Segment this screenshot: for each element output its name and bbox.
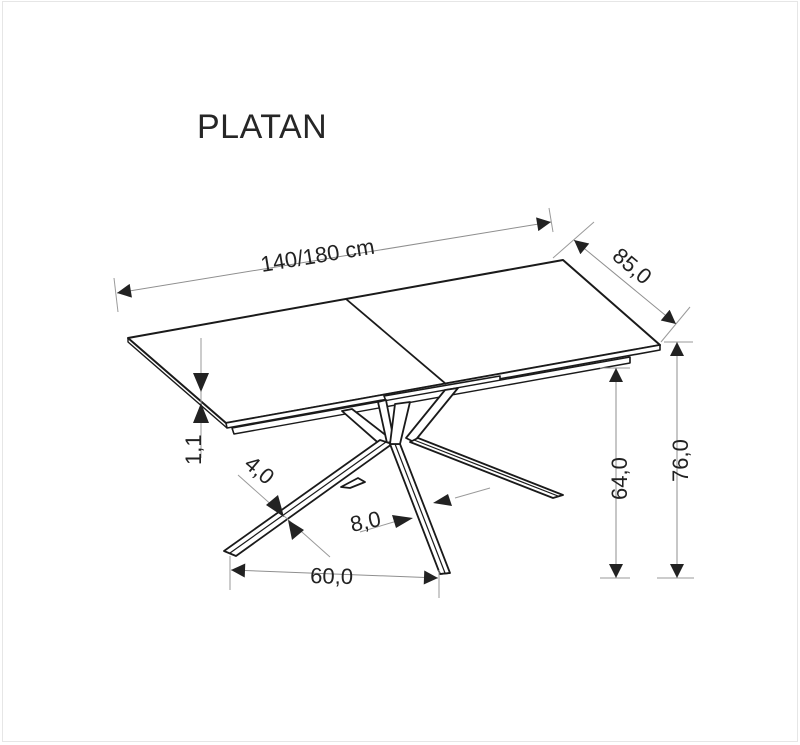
dimension-arrows <box>116 217 684 585</box>
extension-seam <box>345 298 447 385</box>
dimension-arrowheads <box>193 373 452 540</box>
dimension-length-line <box>116 217 552 298</box>
dimension-leg-small-label: 4,0 <box>240 451 280 490</box>
leg-foot-shadow <box>340 477 366 489</box>
dimension-length-label: 140/180 cm <box>259 234 376 277</box>
arrow-leg-small-b <box>288 520 304 540</box>
tabletop-left-edge <box>127 338 228 429</box>
leg-center-post <box>389 401 411 445</box>
dimension-leg-span-line <box>230 563 439 585</box>
arrow-top-thickness-down <box>193 373 209 392</box>
dimension-depth-line <box>573 239 677 325</box>
dimension-depth-label: 85,0 <box>608 243 657 290</box>
product-title: PLATAN <box>197 108 328 146</box>
dimension-leg-large-label: 8,0 <box>348 506 383 537</box>
dimension-leg-span-label: 60,0 <box>310 563 353 589</box>
arrow-leg-small-a <box>266 495 284 517</box>
dimension-frame-height-label: 64,0 <box>607 457 632 500</box>
arrow-leg-large-b <box>433 494 452 506</box>
dimension-lines <box>113 207 694 598</box>
dimension-total-height-label: 76,0 <box>668 439 693 482</box>
tabletop <box>127 259 661 435</box>
arrow-leg-large-a <box>392 515 413 528</box>
dimension-top-thickness-label: 1,1 <box>181 434 206 465</box>
arrow-top-thickness-up <box>193 403 209 423</box>
leg-base <box>223 387 564 575</box>
